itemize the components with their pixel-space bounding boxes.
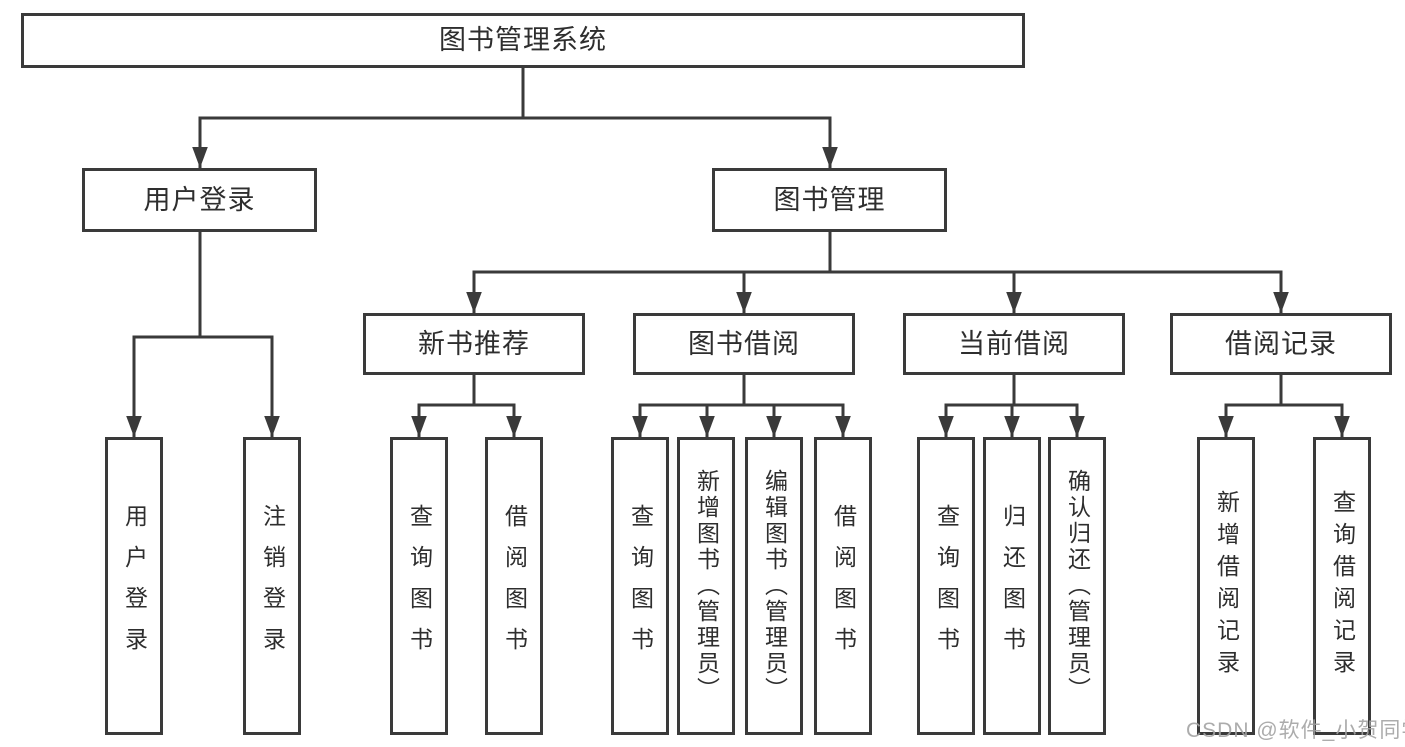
leaf-borrow-books-borrowing-label: 借阅图书 [830, 504, 857, 668]
csdn-watermark: CSDN @软件_小贺同学 [1186, 719, 1405, 742]
node-user-login: 用户登录 [82, 168, 317, 232]
leaf-query-borrow-record-label: 查询借阅记录 [1329, 490, 1356, 682]
node-library-system: 图书管理系统 [21, 13, 1025, 68]
leaf-query-books-recommend-label: 查询图书 [406, 504, 433, 668]
node-current-borrowing-label: 当前借阅 [958, 328, 1070, 359]
leaf-user-login-label: 用户登录 [121, 504, 148, 668]
node-library-system-label: 图书管理系统 [439, 25, 607, 55]
node-book-borrowing-label: 图书借阅 [688, 328, 800, 359]
node-current-borrowing: 当前借阅 [903, 313, 1125, 375]
leaf-borrow-books-recommend: 借阅图书 [485, 437, 543, 735]
leaf-return-book: 归还图书 [983, 437, 1041, 735]
leaf-query-books-borrowing-label: 查询图书 [627, 504, 654, 668]
leaf-query-books-borrowing: 查询图书 [611, 437, 669, 735]
leaf-add-borrow-record: 新增借阅记录 [1197, 437, 1255, 735]
leaf-logout-label: 注销登录 [259, 504, 286, 668]
node-new-book-recommend-label: 新书推荐 [418, 328, 530, 359]
leaf-edit-book-admin: 编辑图书（管理员） [745, 437, 803, 735]
leaf-logout: 注销登录 [243, 437, 301, 735]
node-new-book-recommend: 新书推荐 [363, 313, 585, 375]
leaf-borrow-books-borrowing: 借阅图书 [814, 437, 872, 735]
node-book-management-label: 图书管理 [773, 184, 886, 215]
leaf-user-login: 用户登录 [105, 437, 163, 735]
leaf-add-book-admin-label: 新增图书（管理员） [693, 469, 720, 703]
leaf-query-books-current-label: 查询图书 [933, 504, 960, 668]
node-book-borrowing: 图书借阅 [633, 313, 855, 375]
node-user-login-label: 用户登录 [143, 184, 256, 215]
junction-bars [132, 66, 1344, 407]
leaf-confirm-return-admin: 确认归还（管理员） [1048, 437, 1106, 735]
leaf-query-borrow-record: 查询借阅记录 [1313, 437, 1371, 735]
leaf-query-books-recommend: 查询图书 [390, 437, 448, 735]
leaf-add-book-admin: 新增图书（管理员） [677, 437, 735, 735]
leaf-query-books-current: 查询图书 [917, 437, 975, 735]
leaf-add-borrow-record-label: 新增借阅记录 [1213, 490, 1240, 682]
leaf-edit-book-admin-label: 编辑图书（管理员） [761, 469, 788, 703]
leaf-borrow-books-recommend-label: 借阅图书 [501, 504, 528, 668]
leaf-return-book-label: 归还图书 [999, 504, 1026, 668]
node-borrow-records: 借阅记录 [1170, 313, 1392, 375]
leaf-confirm-return-admin-label: 确认归还（管理员） [1064, 469, 1091, 703]
node-borrow-records-label: 借阅记录 [1225, 328, 1337, 359]
node-book-management: 图书管理 [712, 168, 947, 232]
